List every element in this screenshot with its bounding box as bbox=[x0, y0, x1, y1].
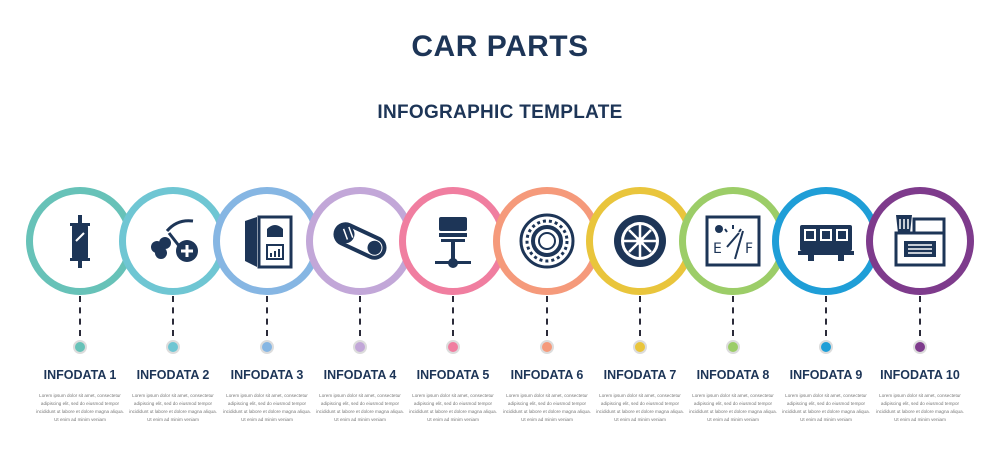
item-description: Lorem ipsum dolor sit amet, consectetur … bbox=[129, 393, 217, 422]
item-description: Lorem ipsum dolor sit amet, consectetur … bbox=[36, 393, 124, 422]
air-filter-icon bbox=[894, 215, 946, 267]
wheel-icon bbox=[614, 215, 666, 267]
item-description: Lorem ipsum dolor sit amet, consectetur … bbox=[503, 393, 591, 422]
item-description: Lorem ipsum dolor sit amet, consectetur … bbox=[316, 393, 404, 422]
item-description: Lorem ipsum dolor sit amet, consectetur … bbox=[689, 393, 777, 422]
belt-icon bbox=[333, 222, 387, 260]
item-dot bbox=[540, 340, 554, 354]
item-ring-4 bbox=[306, 187, 414, 295]
item-dot bbox=[913, 340, 927, 354]
item-label: INFODATA 1 bbox=[43, 368, 117, 382]
item-label: INFODATA 10 bbox=[880, 368, 960, 382]
item-connector bbox=[919, 296, 921, 336]
car-door-icon bbox=[245, 215, 293, 269]
item-dot bbox=[166, 340, 180, 354]
bearing-icon bbox=[519, 213, 575, 269]
item-ring-9 bbox=[772, 187, 880, 295]
piston-icon bbox=[435, 217, 471, 268]
item-label: INFODATA 3 bbox=[230, 368, 304, 382]
item-description: Lorem ipsum dolor sit amet, consectetur … bbox=[223, 393, 311, 422]
item-dot bbox=[73, 340, 87, 354]
bus-icon bbox=[798, 225, 854, 261]
page-title: CAR PARTS bbox=[411, 30, 589, 63]
item-dot bbox=[633, 340, 647, 354]
item-connector bbox=[79, 296, 81, 336]
item-dot bbox=[260, 340, 274, 354]
item-label: INFODATA 4 bbox=[323, 368, 397, 382]
item-label: INFODATA 7 bbox=[603, 368, 677, 382]
item-ring-6 bbox=[493, 187, 601, 295]
item-label: INFODATA 8 bbox=[696, 368, 770, 382]
item-ring-7 bbox=[586, 187, 694, 295]
item-dot bbox=[446, 340, 460, 354]
item-connector bbox=[266, 296, 268, 336]
item-connector bbox=[825, 296, 827, 336]
item-label: INFODATA 2 bbox=[136, 368, 210, 382]
item-description: Lorem ipsum dolor sit amet, consectetur … bbox=[876, 393, 964, 422]
item-connector bbox=[546, 296, 548, 336]
item-label: INFODATA 9 bbox=[789, 368, 863, 382]
item-ring-1 bbox=[26, 187, 134, 295]
svg-text:F: F bbox=[745, 241, 753, 257]
item-description: Lorem ipsum dolor sit amet, consectetur … bbox=[596, 393, 684, 422]
exhaust-icon bbox=[151, 219, 198, 262]
item-connector bbox=[639, 296, 641, 336]
item-connector bbox=[172, 296, 174, 336]
item-label: INFODATA 5 bbox=[416, 368, 490, 382]
item-ring-5 bbox=[399, 187, 507, 295]
item-description: Lorem ipsum dolor sit amet, consectetur … bbox=[409, 393, 497, 422]
item-connector bbox=[452, 296, 454, 336]
item-description: Lorem ipsum dolor sit amet, consectetur … bbox=[782, 393, 870, 422]
item-ring-3 bbox=[213, 187, 321, 295]
item-ring-10 bbox=[866, 187, 974, 295]
item-dot bbox=[353, 340, 367, 354]
svg-text:E: E bbox=[713, 241, 722, 257]
item-dot bbox=[819, 340, 833, 354]
item-dot bbox=[726, 340, 740, 354]
item-ring-2 bbox=[119, 187, 227, 295]
item-connector bbox=[359, 296, 361, 336]
item-label: INFODATA 6 bbox=[510, 368, 584, 382]
muffler-icon bbox=[70, 215, 90, 268]
item-connector bbox=[732, 296, 734, 336]
page-subtitle: INFOGRAPHIC TEMPLATE bbox=[377, 102, 623, 123]
